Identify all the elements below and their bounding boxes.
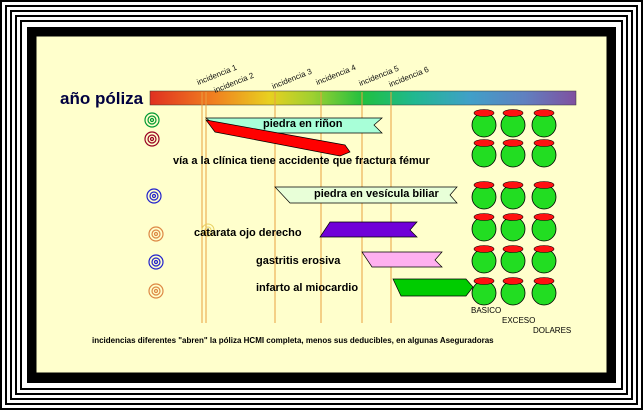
event-label-vesicula: piedra en vesícula biliar <box>314 188 439 200</box>
pot-2-1 <box>500 181 526 210</box>
event-label-catarata: catarata ojo derecho <box>194 227 302 239</box>
legend-dolares: DOLARES <box>533 326 572 335</box>
marker-circles <box>144 112 215 299</box>
event-label-gastritis: gastritis erosiva <box>256 255 341 267</box>
legend-basico: BASICO <box>471 306 502 315</box>
pot-0-0 <box>471 109 497 138</box>
ribbon-infarto <box>392 278 474 297</box>
pot-4-2 <box>531 245 557 274</box>
pot-5-1 <box>500 277 526 306</box>
pot-2-2 <box>531 181 557 210</box>
coverage-pots <box>471 109 557 306</box>
pot-0-1 <box>500 109 526 138</box>
pot-4-1 <box>500 245 526 274</box>
pot-5-2 <box>531 277 557 306</box>
event-label-accidente: vía a la clínica tiene accidente que fra… <box>173 155 430 167</box>
ribbon-gastritis <box>361 251 443 268</box>
page-title: año póliza <box>60 89 144 108</box>
policy-year-bar <box>149 90 577 106</box>
pot-3-0 <box>471 213 497 242</box>
footer-note: incidencias diferentes "abren" la póliza… <box>92 336 494 345</box>
event-label-infarto: infarto al miocardio <box>256 282 359 294</box>
legend-exceso: EXCESO <box>502 316 536 325</box>
pot-1-2 <box>531 139 557 168</box>
event-label-piedra-rinon: piedra en riñon <box>263 118 343 130</box>
pot-3-1 <box>500 213 526 242</box>
pot-2-0 <box>471 181 497 210</box>
pot-4-0 <box>471 245 497 274</box>
pot-0-2 <box>531 109 557 138</box>
ribbon-accidente <box>205 119 351 157</box>
pot-5-0 <box>471 277 497 306</box>
pot-1-0 <box>471 139 497 168</box>
ribbon-catarata <box>319 221 418 238</box>
pot-3-2 <box>531 213 557 242</box>
pot-1-1 <box>500 139 526 168</box>
ribbon-vesicula <box>274 186 458 204</box>
